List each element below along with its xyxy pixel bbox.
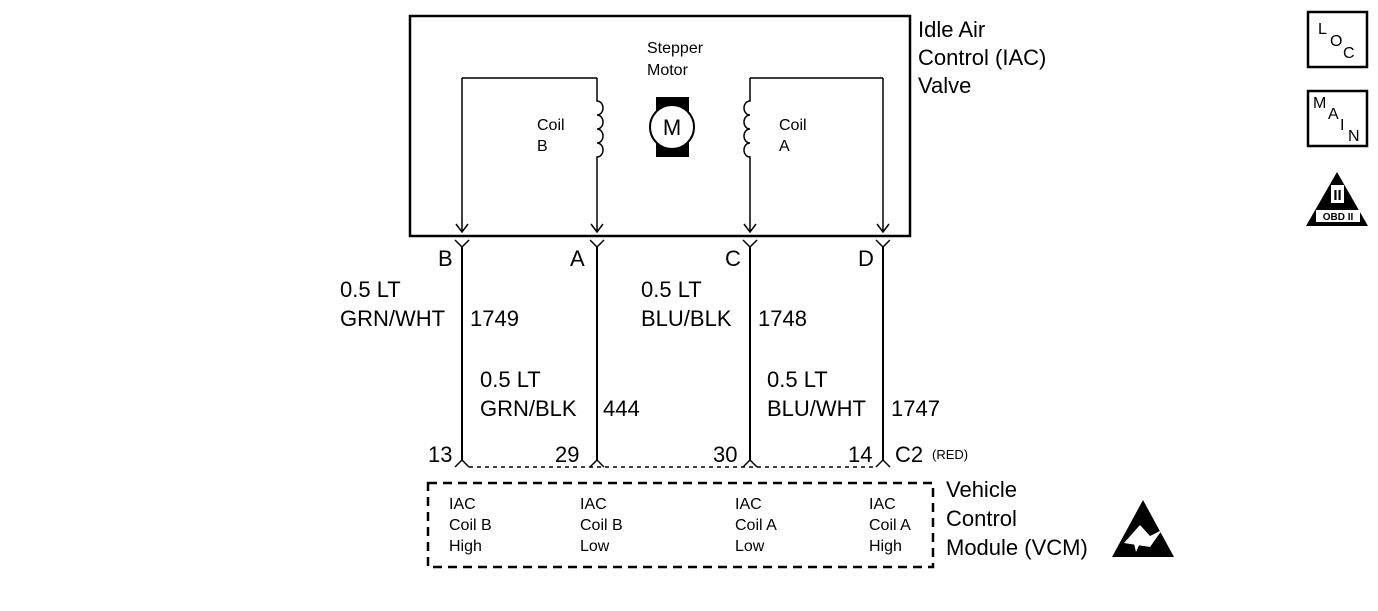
vcm-connector-name: C2: [895, 442, 923, 467]
vcm-title-3: Module (VCM): [946, 535, 1088, 560]
loc-badge-letter-1: L: [1318, 21, 1327, 38]
main-badge-letter-3: I: [1340, 117, 1344, 134]
vcm-pin-29: 29: [555, 442, 579, 467]
obd-ii-numeral: II: [1333, 187, 1341, 204]
wire-444-gauge: 0.5 LT: [480, 367, 541, 392]
main-badge-letter-1: M: [1313, 95, 1326, 112]
iac-valve-box: [408, 14, 912, 238]
wire-1749-gauge: 0.5 LT: [340, 277, 401, 302]
main-badge: M A I N: [1306, 89, 1369, 148]
vcm-terminal-1-line-2: Coil B: [449, 517, 492, 534]
valve-connector-terminals: [454, 239, 891, 249]
wire-1748-gauge: 0.5 LT: [641, 277, 702, 302]
valve-pin-d: D: [858, 246, 874, 271]
iac-valve-title-1: Idle Air: [918, 17, 985, 42]
vcm-connector-note: (RED): [932, 447, 968, 462]
vcm-terminal-2-line-3: Low: [580, 538, 610, 555]
wire-1749-circuit: 1749: [470, 306, 519, 331]
coil-b-label-1: Coil: [537, 117, 565, 134]
vcm-terminal-3-line-3: Low: [735, 538, 765, 555]
vcm-connector-terminals: [454, 458, 891, 468]
loc-badge-letter-2: O: [1330, 33, 1342, 50]
vcm-pin-14: 14: [848, 442, 872, 467]
vcm-title-1: Vehicle: [946, 477, 1017, 502]
vcm-terminal-1: IAC Coil B High: [449, 496, 492, 555]
vcm-pin-30: 30: [713, 442, 737, 467]
vcm-terminal-4-line-1: IAC: [869, 496, 896, 513]
main-badge-letter-2: A: [1328, 106, 1339, 123]
motor-symbol-letter: M: [663, 115, 681, 140]
wire-1747-color: BLU/WHT: [767, 396, 866, 421]
loc-badge: L O C: [1306, 10, 1369, 69]
vcm-title-2: Control: [946, 506, 1017, 531]
coil-a-label-1: Coil: [779, 117, 807, 134]
iac-valve-title-2: Control (IAC): [918, 45, 1046, 70]
valve-pin-b: B: [438, 246, 453, 271]
valve-pin-c: C: [725, 246, 741, 271]
loc-badge-letter-3: C: [1343, 45, 1355, 62]
vcm-terminal-1-line-3: High: [449, 538, 482, 555]
motor-label-2: Motor: [647, 62, 689, 79]
wire-1748-color: BLU/BLK: [641, 306, 732, 331]
wire-444-color: GRN/BLK: [480, 396, 577, 421]
esd-warning-icon: [1112, 500, 1174, 557]
motor-symbol-icon: M: [649, 97, 695, 157]
vcm-terminal-4-line-3: High: [869, 538, 902, 555]
vcm-terminal-1-line-1: IAC: [449, 496, 476, 513]
valve-pin-a: A: [570, 246, 585, 271]
wire-444-circuit: 444: [603, 396, 640, 421]
coil-a-label-2: A: [779, 138, 790, 155]
vcm-terminal-4-line-2: Coil A: [869, 517, 911, 534]
vcm-terminal-3: IAC Coil A Low: [735, 496, 777, 555]
wire-1747-gauge: 0.5 LT: [767, 367, 828, 392]
coil-b-label-2: B: [537, 138, 548, 155]
vcm-terminal-2: IAC Coil B Low: [580, 496, 623, 555]
vcm-terminal-3-line-1: IAC: [735, 496, 762, 513]
wire-1749-color: GRN/WHT: [340, 306, 445, 331]
motor-label-1: Stepper: [647, 40, 704, 57]
iac-valve-title-3: Valve: [918, 73, 971, 98]
vcm-terminal-2-line-1: IAC: [580, 496, 607, 513]
vcm-terminal-2-line-2: Coil B: [580, 517, 623, 534]
vcm-terminal-4: IAC Coil A High: [869, 496, 911, 555]
coil-b: [455, 77, 604, 234]
obd-ii-text: OBD II: [1323, 212, 1354, 223]
wire-1747-circuit: 1747: [891, 396, 940, 421]
vcm-terminal-3-line-2: Coil A: [735, 517, 777, 534]
coil-a: [743, 77, 890, 234]
wire-1748-circuit: 1748: [758, 306, 807, 331]
obd-ii-icon: II OBD II: [1306, 172, 1368, 226]
main-badge-letter-4: N: [1348, 128, 1360, 145]
vcm-pin-13: 13: [428, 442, 452, 467]
vcm-box: [426, 481, 935, 569]
